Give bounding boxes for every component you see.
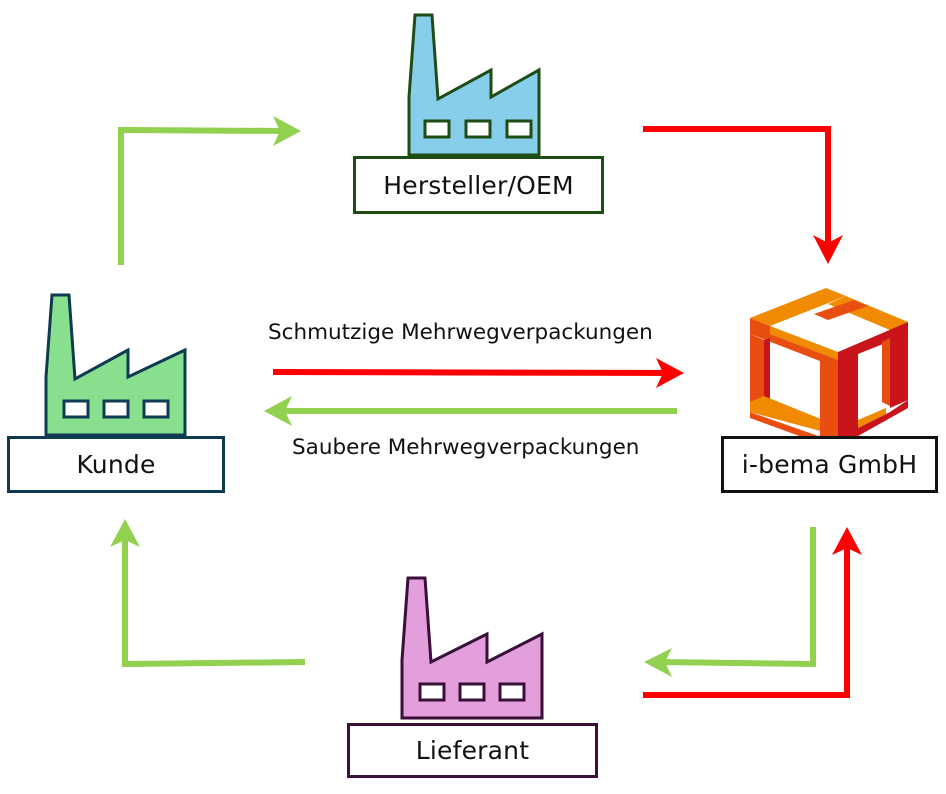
factory-window [142,399,170,419]
node-label-text: i-bema GmbH [741,450,918,479]
cube-top-left-bar [750,288,846,326]
factory-icon [400,576,544,720]
arrow-head-left [264,396,292,426]
flow-label-clean: Saubere Mehrwegverpackungen [292,435,640,460]
arrow-line [118,126,286,265]
cube-left-pillar [750,334,764,408]
factory-window [498,682,526,702]
node-label-text: Lieferant [415,736,530,765]
cube-right-pillar [890,330,908,408]
arrow-ibema-to-kunde [264,396,677,426]
arrow-lieferant-to-kunde [110,519,306,668]
factory-window [102,399,130,419]
arrow-head-left [644,648,672,677]
cube-top-back-bar [814,300,868,320]
cube-right-bottom-bar [858,400,908,436]
arrow-kunde-to-ibema [272,358,684,388]
arrow-line [643,126,831,250]
cube-center-pillar-side [838,352,858,450]
arrow-head-right [656,358,684,388]
cube-right-bottom-orange [858,408,886,428]
factory-window [62,399,90,419]
cube-right-pillar-inner [882,338,890,406]
arrow-line [122,536,306,668]
factory-window [423,119,451,139]
arrow-line [272,369,669,376]
arrow-head-right [273,116,301,146]
factory-window [418,682,446,702]
arrow-head-up [832,527,862,555]
node-label-lieferant: Lieferant [347,723,598,778]
arrow-ibema-to-lieferant [644,527,816,677]
arrow-oem-to-ibema [643,126,843,264]
cube-left-pillar-inner [764,338,770,408]
cube-center-pillar [820,360,838,450]
arrow-kunde-to-oem [118,116,301,265]
cube-left-bottom-bar [750,396,838,438]
factory-icon [407,13,541,157]
node-label-text: Hersteller/OEM [383,170,574,200]
node-label-ibema: i-bema GmbH [721,436,938,493]
factory-window [505,119,533,139]
flow-label-dirty: Schmutzige Mehrwegverpackungen [268,320,653,345]
node-label-text: Kunde [76,450,156,479]
cube-logo-icon [750,288,908,450]
arrow-head-down [813,235,843,264]
cube-right-top-bar [838,322,908,362]
factory-window [458,682,486,702]
cube-top-front-bar [770,326,838,360]
arrow-head-up [110,519,140,547]
cube-left-face-top [750,318,838,368]
arrow-line [659,527,816,668]
factory-window [464,119,492,139]
arrow-lieferant-to-ibema [643,527,862,698]
arrow-line [643,545,850,698]
node-label-oem: Hersteller/OEM [353,156,604,214]
factory-icon [44,293,187,437]
node-label-kunde: Kunde [7,436,225,493]
